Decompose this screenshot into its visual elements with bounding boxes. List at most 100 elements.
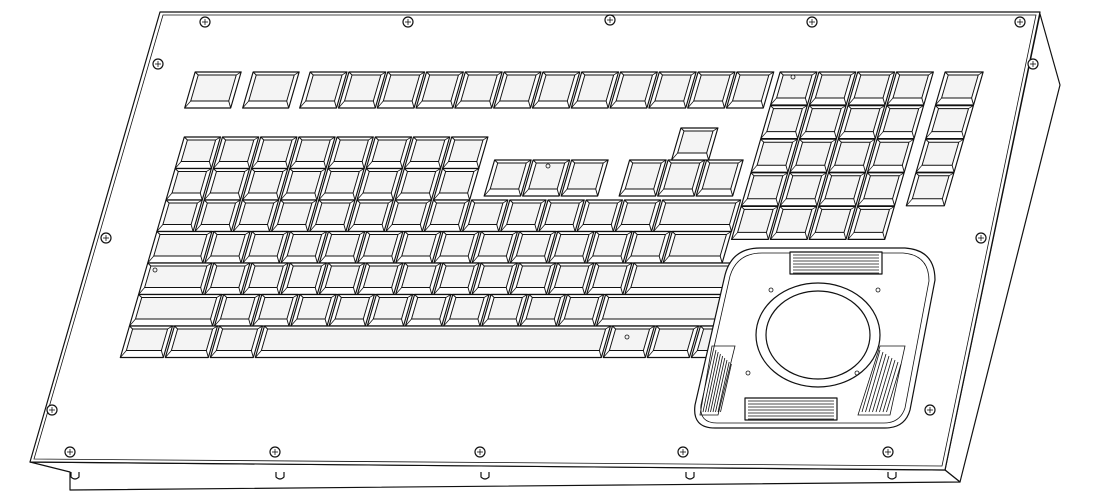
keycap[interactable] xyxy=(309,199,356,233)
keycap[interactable] xyxy=(585,262,633,296)
keycap[interactable] xyxy=(547,262,595,296)
keycap[interactable] xyxy=(289,136,336,170)
keycap[interactable] xyxy=(609,71,658,109)
keycap[interactable] xyxy=(241,167,289,201)
keycap[interactable] xyxy=(818,172,866,207)
keycap[interactable] xyxy=(242,230,289,264)
keycap[interactable] xyxy=(318,262,366,296)
keycap[interactable] xyxy=(299,71,348,109)
keycap[interactable] xyxy=(128,293,223,327)
keycap[interactable] xyxy=(356,167,403,201)
keycap[interactable] xyxy=(454,71,503,109)
keycap[interactable] xyxy=(586,230,633,264)
keycap[interactable] xyxy=(750,138,799,173)
keycap[interactable] xyxy=(209,325,264,359)
keycap[interactable] xyxy=(365,136,413,170)
keycap[interactable] xyxy=(204,230,251,264)
keycap[interactable] xyxy=(471,262,518,296)
keycap[interactable] xyxy=(423,199,471,233)
keycap[interactable] xyxy=(194,199,242,233)
keycap[interactable] xyxy=(433,262,480,296)
keycap[interactable] xyxy=(866,138,915,173)
keycap[interactable] xyxy=(808,205,857,240)
keycap[interactable] xyxy=(366,293,414,327)
keycap[interactable] xyxy=(509,230,557,264)
keycap[interactable] xyxy=(280,230,328,264)
keycap[interactable] xyxy=(614,199,662,233)
keycap[interactable] xyxy=(441,136,489,170)
keycap[interactable] xyxy=(560,159,609,197)
keycap[interactable] xyxy=(394,262,442,296)
keycap[interactable] xyxy=(290,293,337,327)
keycap[interactable] xyxy=(356,262,404,296)
keycap[interactable] xyxy=(385,199,433,233)
keycap[interactable] xyxy=(376,71,426,109)
keycap[interactable] xyxy=(779,172,828,207)
keycap[interactable] xyxy=(327,136,374,170)
keycap[interactable] xyxy=(576,199,624,233)
keycap[interactable] xyxy=(522,159,571,197)
keycap[interactable] xyxy=(538,199,585,233)
keycap[interactable] xyxy=(403,136,451,170)
keycap[interactable] xyxy=(646,325,700,359)
keycap[interactable] xyxy=(725,71,775,109)
keycap[interactable] xyxy=(137,262,213,296)
keycap[interactable] xyxy=(493,71,542,109)
keycap[interactable] xyxy=(695,159,744,197)
keycap[interactable] xyxy=(432,167,480,201)
keycap[interactable] xyxy=(119,325,174,359)
keycap[interactable] xyxy=(925,104,975,140)
keycap[interactable] xyxy=(760,104,808,140)
keycap[interactable] xyxy=(165,167,212,201)
keycap[interactable] xyxy=(184,71,242,109)
keycap[interactable] xyxy=(483,159,532,197)
keycap[interactable] xyxy=(730,205,779,240)
keycap[interactable] xyxy=(395,230,442,264)
keycap[interactable] xyxy=(213,293,261,327)
keycap[interactable] xyxy=(356,230,404,264)
keycap[interactable] xyxy=(687,71,736,109)
keycap[interactable] xyxy=(905,172,955,207)
keycap[interactable] xyxy=(415,71,464,109)
keycap[interactable] xyxy=(164,325,219,359)
keycap[interactable] xyxy=(670,127,719,161)
keycap[interactable] xyxy=(337,71,387,109)
keycap[interactable] xyxy=(347,199,394,233)
keycap[interactable] xyxy=(740,172,789,207)
keycap[interactable] xyxy=(212,136,260,170)
keycap[interactable] xyxy=(147,230,213,264)
keycap[interactable] xyxy=(328,293,376,327)
keycap[interactable] xyxy=(847,205,895,240)
keycap[interactable] xyxy=(394,167,442,201)
keycap[interactable] xyxy=(461,199,509,233)
keycap[interactable] xyxy=(652,199,742,233)
keycap[interactable] xyxy=(254,325,612,359)
keycap[interactable] xyxy=(769,205,818,240)
keycap[interactable] xyxy=(769,71,818,106)
keycap[interactable] xyxy=(242,262,289,296)
keycap[interactable] xyxy=(798,104,847,140)
keycap[interactable] xyxy=(279,167,327,201)
keycap[interactable] xyxy=(156,199,203,233)
keycap[interactable] xyxy=(624,230,671,264)
keycap[interactable] xyxy=(242,71,300,109)
keycap[interactable] xyxy=(509,262,557,296)
keycap[interactable] xyxy=(662,230,732,264)
keycap[interactable] xyxy=(471,230,519,264)
keycap[interactable] xyxy=(318,230,366,264)
keycap[interactable] xyxy=(270,199,318,233)
keycap[interactable] xyxy=(648,71,697,109)
keycap[interactable] xyxy=(203,167,251,201)
keycap[interactable] xyxy=(828,138,876,173)
keycap[interactable] xyxy=(808,71,857,106)
keycap[interactable] xyxy=(203,262,251,296)
keycap[interactable] xyxy=(789,138,837,173)
keycap[interactable] xyxy=(915,138,965,173)
keycap[interactable] xyxy=(519,293,567,327)
keycap[interactable] xyxy=(250,136,298,170)
keycap[interactable] xyxy=(934,71,984,106)
keycap[interactable] xyxy=(280,262,327,296)
keycap[interactable] xyxy=(618,159,667,197)
keycap[interactable] xyxy=(174,136,222,170)
keycap[interactable] xyxy=(657,159,706,197)
